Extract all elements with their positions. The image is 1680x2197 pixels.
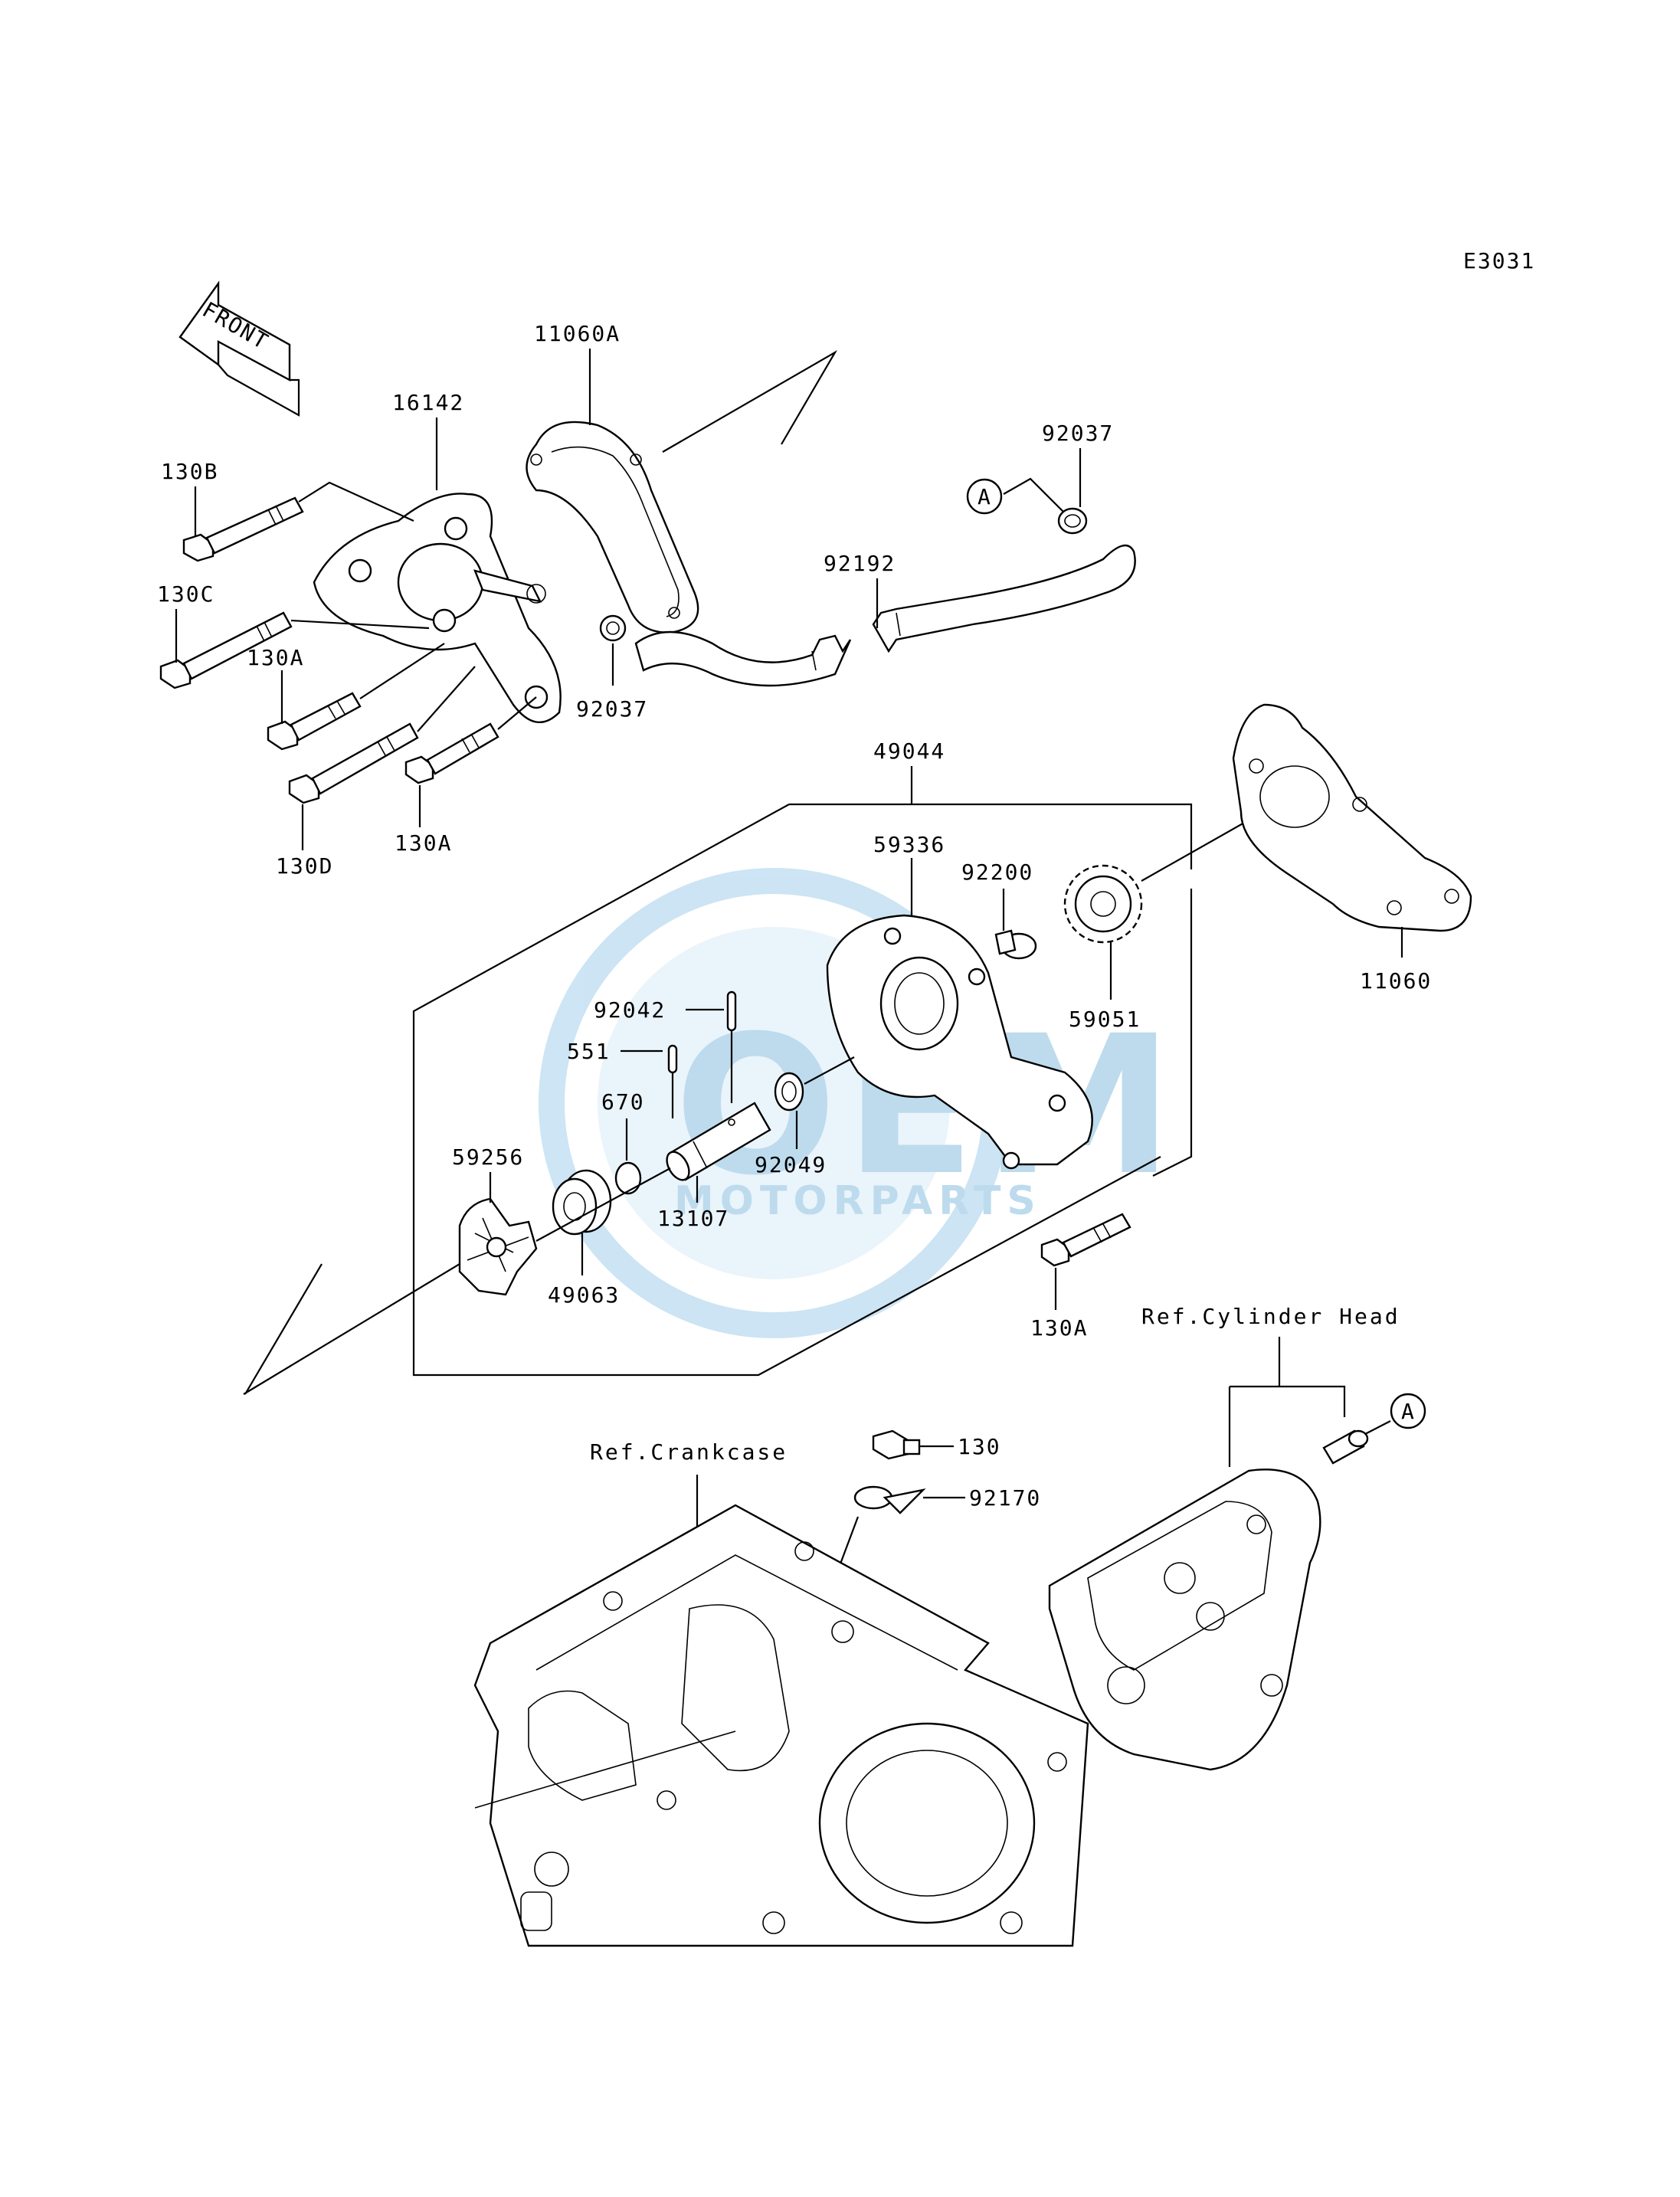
bolt-130a-1 xyxy=(267,643,445,751)
pump-cover-16142 xyxy=(313,417,562,723)
seal-92049 xyxy=(774,1056,855,1149)
bolt-130d xyxy=(288,666,476,850)
label-59336: 59336 xyxy=(873,832,945,857)
label-59051: 59051 xyxy=(1069,1007,1141,1032)
gasket-11060a xyxy=(526,349,699,634)
hose-92192 xyxy=(634,544,1136,687)
label-92042: 92042 xyxy=(594,997,666,1023)
label-92037-upper: 92037 xyxy=(1042,421,1114,446)
label-130c: 130C xyxy=(157,581,215,607)
clamp-92037-upper xyxy=(1003,448,1088,535)
label-670: 670 xyxy=(601,1089,645,1115)
label-92200: 92200 xyxy=(961,859,1033,885)
ref-cylinder-head-label: Ref.Cylinder Head xyxy=(1141,1304,1400,1329)
bolt-130 xyxy=(872,1429,954,1460)
marker-a-lower-letter: A xyxy=(1401,1399,1416,1424)
bolt-130a-3 xyxy=(1040,1213,1131,1310)
watermark-subtitle: MOTORPARTS xyxy=(674,1178,1042,1224)
front-arrow-icon: FRONT xyxy=(178,280,300,417)
cylinder-head-ref: A xyxy=(1048,1337,1426,1771)
bolt-130c xyxy=(159,609,430,689)
label-130b: 130B xyxy=(161,459,218,484)
ref-crankcase-label: Ref.Crankcase xyxy=(590,1439,788,1465)
label-16142: 16142 xyxy=(392,390,464,415)
label-92049: 92049 xyxy=(755,1152,827,1177)
label-130: 130 xyxy=(958,1434,1001,1459)
seal-49063 xyxy=(552,1169,612,1275)
gear-59051 xyxy=(1063,815,1257,1000)
clamp-92037-lower xyxy=(599,614,627,686)
label-11060a: 11060A xyxy=(534,321,621,346)
label-49044: 49044 xyxy=(873,738,945,764)
label-130a-3: 130A xyxy=(1030,1315,1088,1341)
oring-670 xyxy=(614,1118,642,1195)
label-130a-1: 130A xyxy=(247,645,304,670)
label-92037-lower: 92037 xyxy=(576,696,648,722)
pump-housing-59336 xyxy=(826,858,1093,1170)
label-49063: 49063 xyxy=(548,1282,620,1308)
label-59256: 59256 xyxy=(452,1144,524,1170)
label-11060: 11060 xyxy=(1360,968,1432,994)
assembly-box-49044 xyxy=(412,766,1193,1377)
gasket-11060 xyxy=(1232,703,1472,958)
clamp-92170 xyxy=(811,1485,965,1640)
washer-92200 xyxy=(994,889,1037,960)
marker-a-upper-letter: A xyxy=(978,484,992,509)
bolt-130a-2 xyxy=(404,696,537,827)
label-92192: 92192 xyxy=(824,551,896,576)
bolt-130b xyxy=(182,481,414,562)
marker-a-upper: A xyxy=(966,478,1003,515)
label-130d: 130D xyxy=(276,853,333,879)
crankcase-ref xyxy=(473,1475,1089,1947)
shaft-13107 xyxy=(666,1102,771,1203)
label-551: 551 xyxy=(567,1039,611,1064)
diagram-code: E3031 xyxy=(1463,248,1535,273)
pin-551 xyxy=(621,1044,678,1118)
label-92170: 92170 xyxy=(969,1485,1041,1511)
label-130a-2: 130A xyxy=(395,830,452,856)
label-13107: 13107 xyxy=(657,1206,729,1231)
pin-92042 xyxy=(686,990,737,1103)
impeller-59256 xyxy=(243,1167,671,1395)
